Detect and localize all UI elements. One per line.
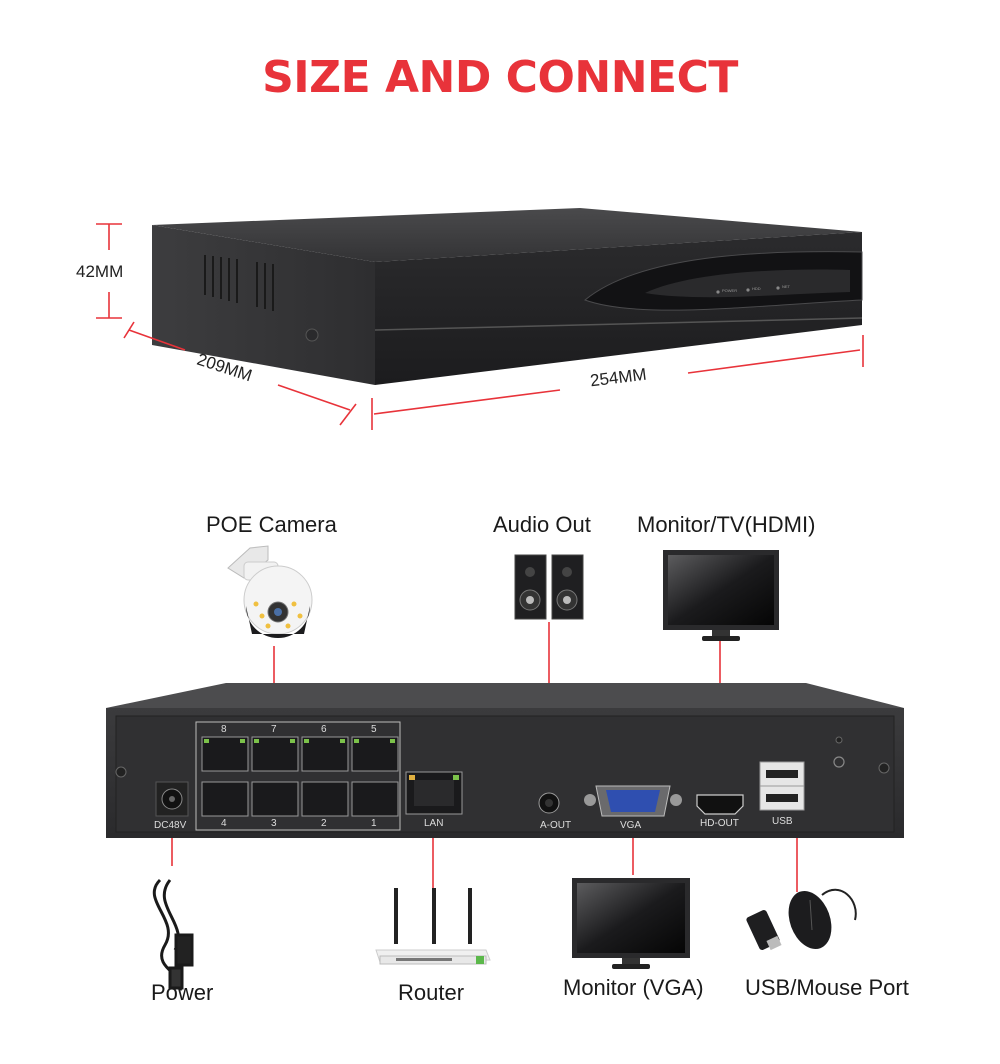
poe-port-label: 3 bbox=[271, 818, 277, 829]
usb-port-label: USB bbox=[772, 816, 793, 827]
poe-port-label: 8 bbox=[221, 724, 227, 735]
hdout-port-label: HD-OUT bbox=[700, 818, 739, 829]
poe-port-label: 6 bbox=[321, 724, 327, 735]
audio-out-label: Audio Out bbox=[493, 512, 591, 537]
speakers-image bbox=[514, 554, 584, 620]
page-title: SIZE AND CONNECT bbox=[262, 52, 738, 103]
dimension-lines bbox=[96, 223, 864, 430]
poe-port-label: 1 bbox=[371, 818, 377, 829]
lan-port bbox=[405, 771, 463, 815]
aout-port-label: A-OUT bbox=[540, 820, 572, 831]
vga-port-label: VGA bbox=[620, 820, 642, 831]
monitor-hdmi-label: Monitor/TV(HDMI) bbox=[637, 512, 816, 537]
router-label: Router bbox=[398, 980, 465, 1005]
poe-port-label: 5 bbox=[371, 724, 377, 735]
router-image bbox=[375, 888, 491, 965]
height-dimension: 42MM bbox=[76, 262, 124, 281]
led-label: NET bbox=[782, 284, 790, 289]
poe-port-label: 2 bbox=[321, 818, 327, 829]
monitor-vga-label: Monitor (VGA) bbox=[563, 975, 704, 1000]
vga-monitor-image bbox=[572, 878, 690, 969]
led-label: HDD bbox=[752, 286, 761, 291]
lan-port-label: LAN bbox=[424, 818, 444, 829]
power-label: Power bbox=[151, 980, 214, 1005]
nvr-3d-view bbox=[152, 208, 863, 385]
usb-ports bbox=[759, 761, 805, 811]
poe-camera-label: POE Camera bbox=[206, 512, 337, 537]
usb-mouse-label: USB/Mouse Port bbox=[745, 975, 909, 1000]
vga-port bbox=[584, 785, 682, 817]
poe-port-label: 7 bbox=[271, 724, 277, 735]
power-cable-image bbox=[152, 878, 194, 991]
audio-out-port bbox=[538, 792, 560, 814]
usb-mouse-image bbox=[746, 888, 857, 951]
led-label: POWER bbox=[722, 288, 738, 293]
dc-port-label: DC48V bbox=[154, 820, 187, 831]
poe-camera-image bbox=[227, 545, 313, 638]
hdmi-monitor-image bbox=[663, 550, 779, 641]
poe-port-label: 4 bbox=[221, 818, 227, 829]
poe-port-block bbox=[195, 721, 401, 831]
hdmi-port bbox=[696, 794, 744, 815]
dc-power-jack bbox=[155, 781, 189, 817]
